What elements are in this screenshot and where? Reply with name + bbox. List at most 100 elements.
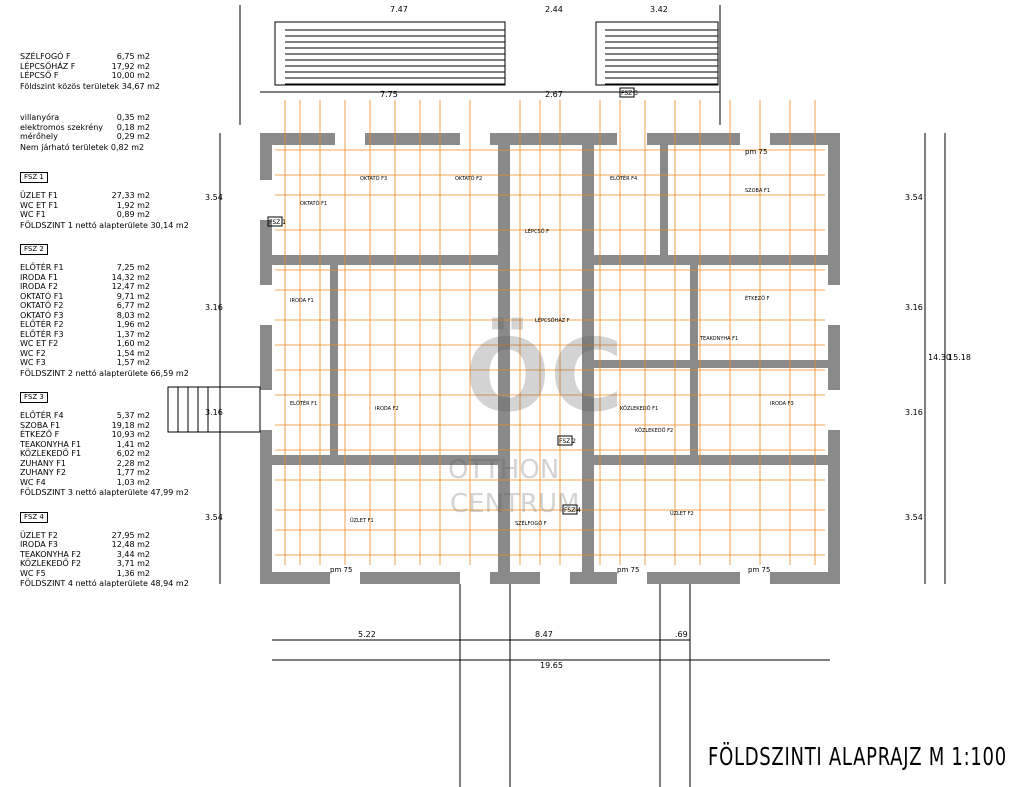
legend-room-area: 17,92 m2 xyxy=(111,61,150,71)
legend-room-area: 12,47 m2 xyxy=(111,282,150,291)
legend-room-name: OKTATÓ F2 xyxy=(20,301,64,310)
watermark: ÖC OTTHON CENTRUM xyxy=(448,317,623,519)
legend-room-area: 6,75 m2 xyxy=(116,52,150,61)
legend-room-area: 1,60 m2 xyxy=(116,339,150,348)
legend-room-name: TEAKONYHA F1 xyxy=(20,439,82,449)
legend-room-area: 1,36 m2 xyxy=(116,568,150,578)
legend-room-area: 0,35 m2 xyxy=(116,113,150,122)
legend-row: SZÉLFOGÓ F 6,75 m2 xyxy=(20,52,150,62)
fsz-tags: FSZ 1 FSZ 2 FSZ 3 FSZ 4 xyxy=(267,87,638,515)
legend-room-area: 3,71 m2 xyxy=(116,559,150,568)
dim-right: 3.54 xyxy=(905,193,923,202)
legend-room-area: 14,32 m2 xyxy=(111,272,150,282)
room-label: ÉTKEZŐ F xyxy=(745,294,770,302)
legend-room-name: WC F2 xyxy=(20,348,46,358)
legend-room-name: ELŐTÉR F2 xyxy=(20,320,64,329)
legend-room-name: OKTATÓ F3 xyxy=(20,310,64,320)
window-label: pm 75 xyxy=(745,148,767,156)
legend-room-name: elektromos szekrény xyxy=(20,122,104,132)
legend-room-area: 7,25 m2 xyxy=(116,263,150,272)
legend-room-area: 6,77 m2 xyxy=(116,301,150,310)
legend-room-name: WC ET F1 xyxy=(20,200,59,210)
legend-room-area: 10,93 m2 xyxy=(111,430,150,439)
room-label: OKTATÓ F1 xyxy=(300,200,327,207)
legend-room-area: 10,00 m2 xyxy=(111,71,150,80)
stair-lines xyxy=(239,5,721,125)
dim-right: 3.16 xyxy=(905,303,923,312)
room-label: KÖZLEKEDŐ F1 xyxy=(620,405,658,412)
dim-right: 3.54 xyxy=(905,513,923,522)
window-label: pm 75 xyxy=(748,566,770,574)
legend-room-area: 3,44 m2 xyxy=(116,549,150,559)
room-label: IRODA F2 xyxy=(375,406,399,412)
legend-room-area: 12,48 m2 xyxy=(111,540,150,549)
legend-room-area: 0,29 m2 xyxy=(116,132,150,141)
dim-bottom: .69 xyxy=(675,630,688,639)
window-labels: pm 75 pm 75 pm 75 pm 75 xyxy=(330,148,770,574)
legend-total: Földszint közös területek 34,67 m2 xyxy=(20,81,161,91)
legend-room-name: WC F3 xyxy=(20,358,46,367)
legend-row: ELŐTÉR F1 7,25 m2 xyxy=(20,263,150,273)
room-label: IRODA F3 xyxy=(770,401,794,407)
legend-row: TEAKONYHA F1 1,41 m2 xyxy=(20,440,150,450)
dim-bottom: 5.22 xyxy=(358,630,376,639)
entry-stair xyxy=(167,386,261,433)
legend-room-area: 2,28 m2 xyxy=(116,458,150,468)
right-dim-lines xyxy=(219,133,946,584)
dim-bottom: 19.65 xyxy=(540,661,563,670)
legend-room-name: villanyóra xyxy=(20,113,60,122)
legend-room-name: SZÉLFOGÓ F xyxy=(20,52,71,61)
legend-room-name: SZOBA F1 xyxy=(20,420,61,430)
legend-room-name: KÖZLEKEDŐ F2 xyxy=(20,559,82,568)
legend-room-area: 1,41 m2 xyxy=(116,439,150,449)
bottom-lines xyxy=(272,584,830,787)
legend-row: KÖZLEKEDŐ F2 3,71 m2 xyxy=(20,559,150,569)
room-label: SZÉLFOGÓ F xyxy=(515,519,547,527)
room-label: SZOBA F1 xyxy=(745,188,770,194)
dim-right-total: 15.18 xyxy=(948,353,971,362)
legend-room-area: 27,95 m2 xyxy=(111,530,150,540)
legend-total: FÖLDSZINT 1 nettó alapterülete 30,14 m2 xyxy=(20,220,189,230)
legend-room-area: 1,57 m2 xyxy=(116,358,150,367)
legend-room-area: 1,54 m2 xyxy=(116,348,150,358)
legend-room-area: 19,18 m2 xyxy=(111,420,150,430)
window-label: pm 75 xyxy=(617,566,639,574)
watermark-line1: OTTHON xyxy=(448,455,559,485)
legend-room-name: ZUHANY F2 xyxy=(20,468,66,477)
legend-room-name: WC F5 xyxy=(20,568,46,578)
room-label: LÉPCSŐHÁZ F xyxy=(535,316,570,324)
dim-bottom: 8.47 xyxy=(535,630,553,639)
legend-total: FÖLDSZINT 3 nettó alapterülete 47,99 m2 xyxy=(20,488,189,497)
legend-nonwalk: villanyóra 0,35 m2 elektromos szekrény 0,18… xyxy=(20,113,255,152)
legend-room-area: 0,18 m2 xyxy=(116,122,150,132)
legend-room-name: IRODA F1 xyxy=(20,272,58,282)
dim-left: 3.54 xyxy=(205,193,223,202)
legend-row: WC ET F2 1,60 m2 xyxy=(20,339,150,349)
watermark-line2: CENTRUM xyxy=(450,489,579,519)
dim-left: 3.54 xyxy=(205,513,223,522)
legend-row: SZOBA F1 19,18 m2 xyxy=(20,421,150,431)
legend-room-area: 1,37 m2 xyxy=(116,329,150,339)
fsz-badge: FSZ 3 xyxy=(20,392,48,403)
dim-right: 3.16 xyxy=(905,408,923,417)
dim-top: 2.44 xyxy=(545,5,563,14)
legend-room-area: 1,96 m2 xyxy=(116,320,150,329)
legend-room-name: ELŐTÉR F1 xyxy=(20,263,64,272)
legend-row: OKTATÓ F2 6,77 m2 xyxy=(20,301,150,311)
legend-room-name: WC ET F2 xyxy=(20,339,59,348)
fsz-tag: FSZ 2 xyxy=(559,438,576,445)
